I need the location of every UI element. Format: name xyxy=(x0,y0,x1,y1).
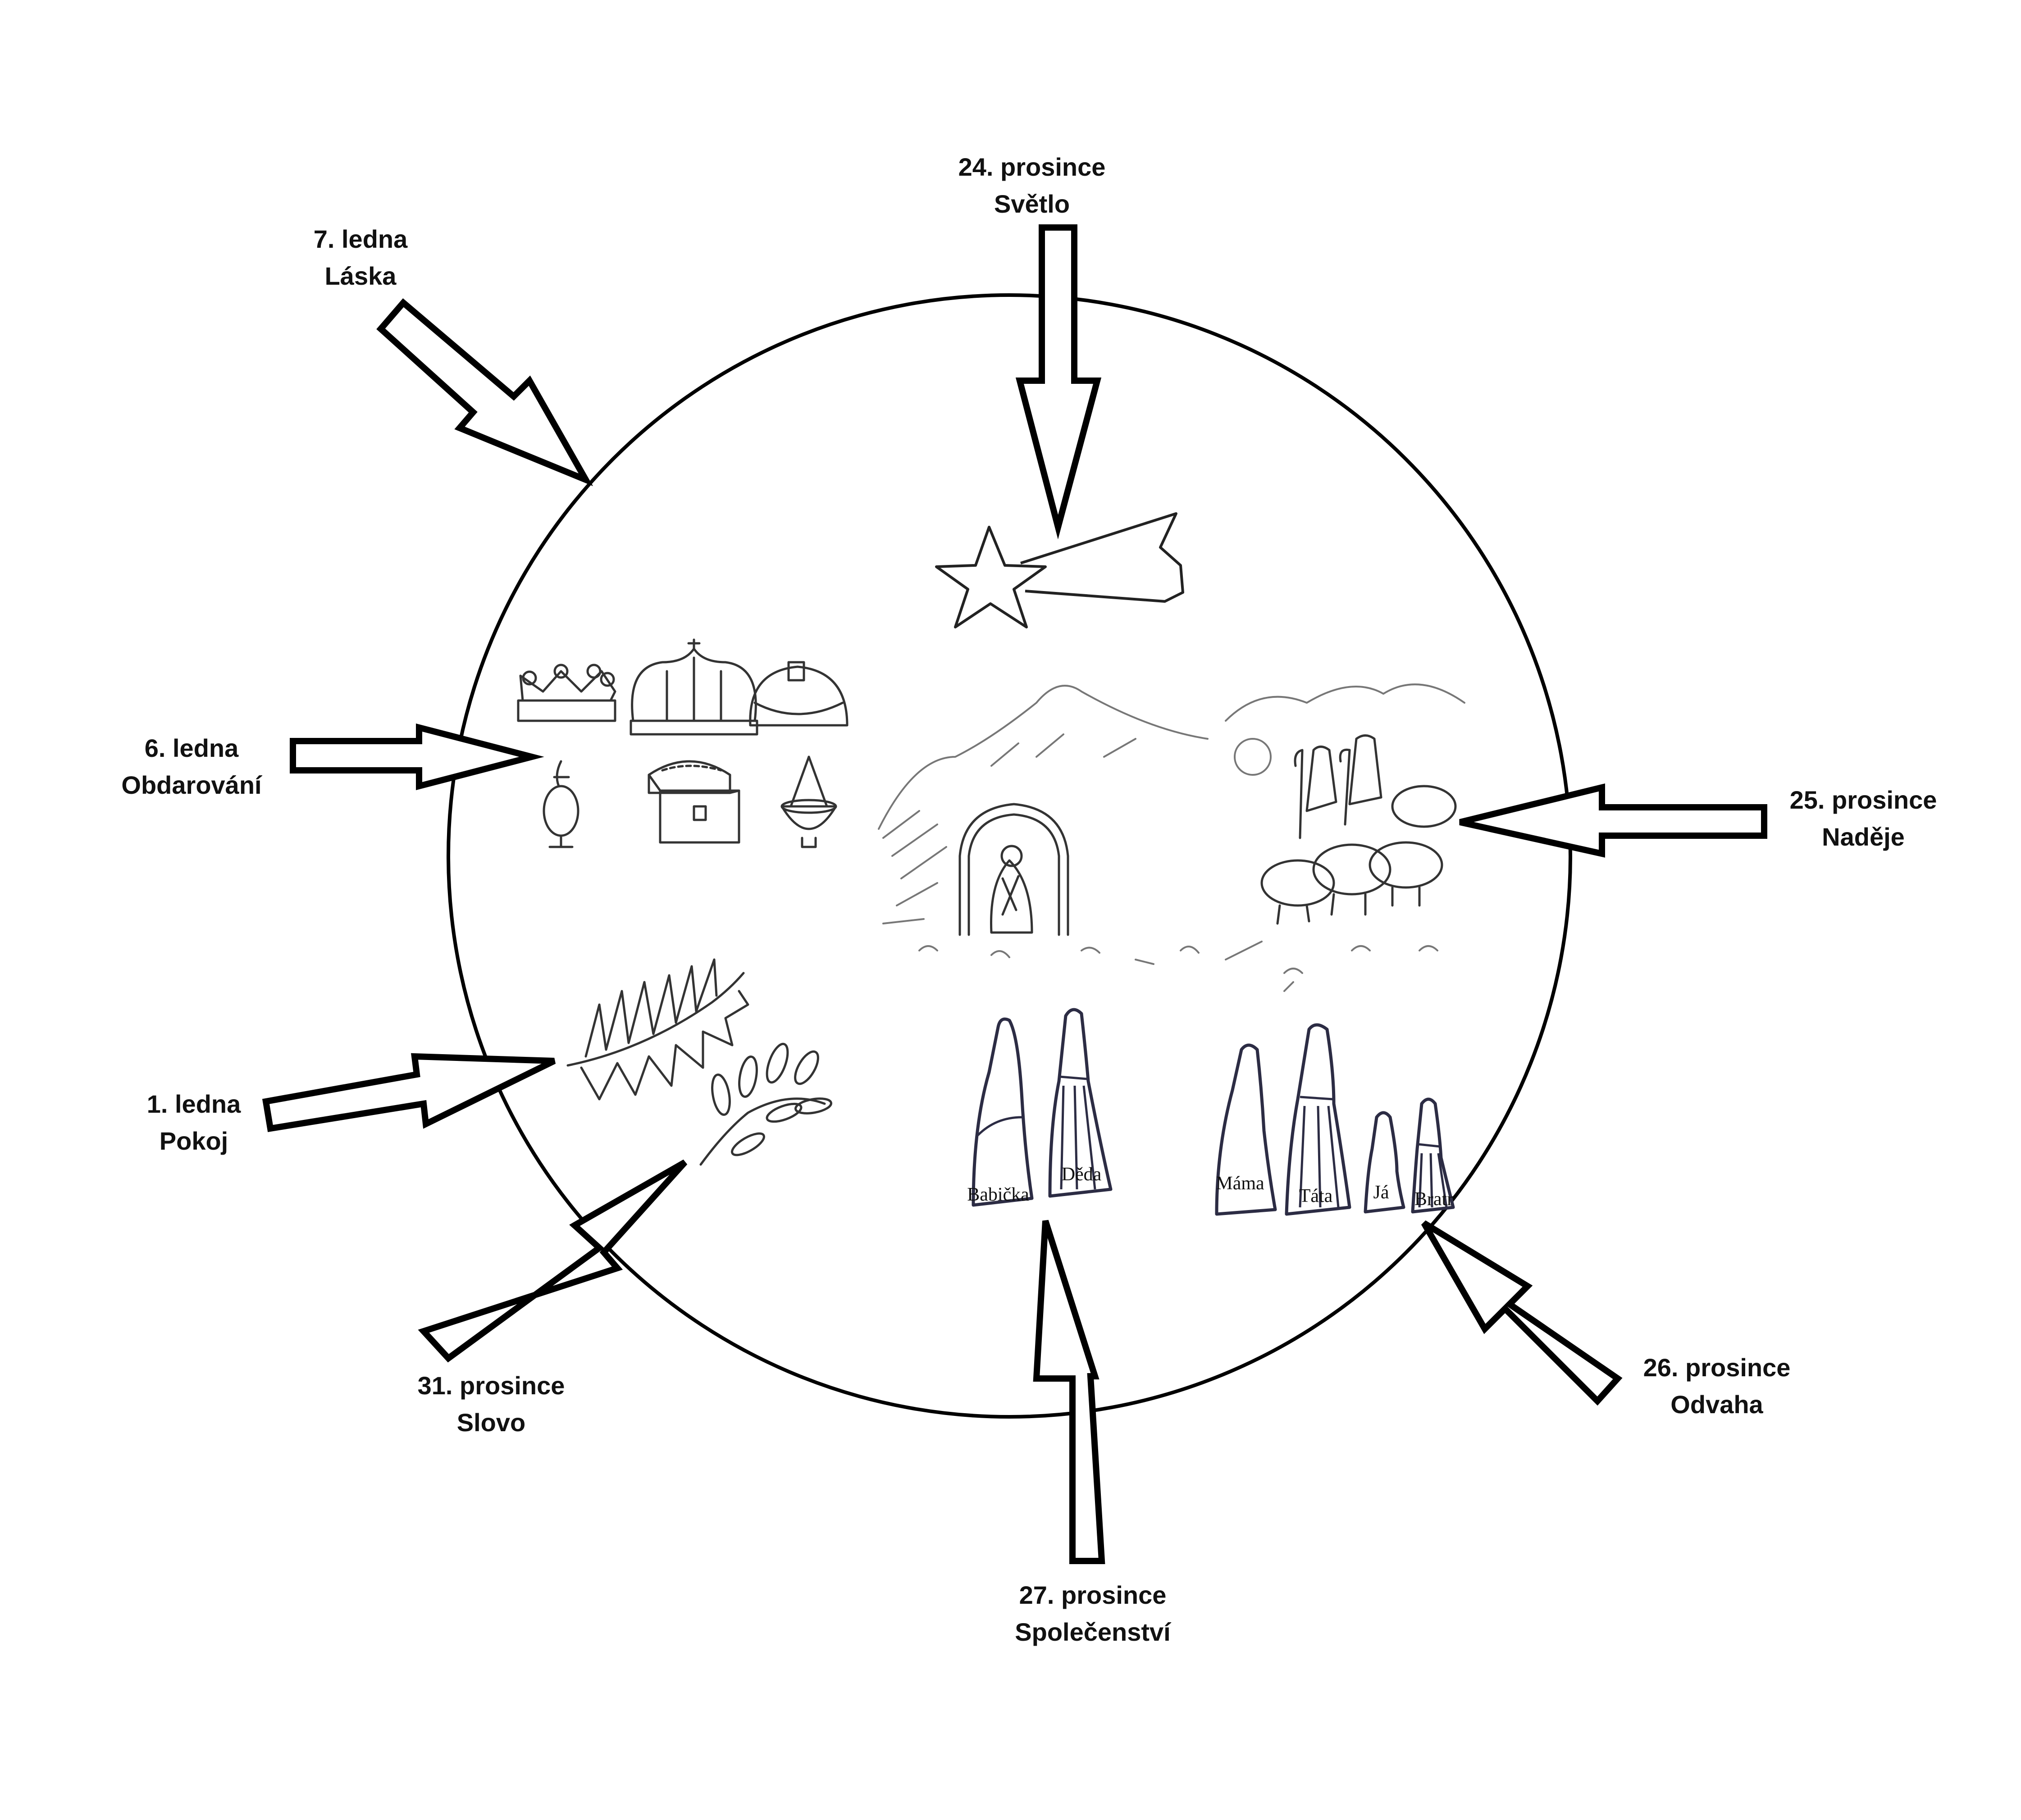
label-1-ledna: 1. ledna Pokoj xyxy=(147,1090,241,1155)
label-date: 31. prosince xyxy=(418,1371,565,1400)
name-deda: Děda xyxy=(1062,1164,1102,1185)
label-date: 27. prosince xyxy=(1019,1581,1167,1609)
name-bratr: Bratr xyxy=(1414,1189,1453,1210)
label-31-prosince: 31. prosince Slovo xyxy=(418,1371,565,1437)
figure-ja xyxy=(1364,1111,1405,1214)
arrow-26-prosince xyxy=(1421,1220,1623,1406)
treasure-chest-icon xyxy=(648,760,740,844)
label-6-ledna: 6. ledna Obdarování xyxy=(121,734,263,799)
family-parents-children: Máma Táta Já Bratr xyxy=(1215,1023,1455,1216)
label-25-prosince: 25. prosince Naděje xyxy=(1790,786,1937,851)
shepherds-icon xyxy=(1225,683,1465,992)
label-word: Obdarování xyxy=(121,771,263,799)
label-date: 6. ledna xyxy=(145,734,239,762)
nativity-icon xyxy=(878,685,1209,965)
oil-lamp-icon xyxy=(543,760,579,848)
arrow-25-prosince xyxy=(1459,783,1767,858)
olive-branch-icon xyxy=(699,1042,832,1166)
label-word: Slovo xyxy=(457,1408,525,1437)
label-word: Pokoj xyxy=(160,1127,228,1155)
arrow-1-ledna xyxy=(262,1053,556,1133)
figure-babicka xyxy=(972,1017,1034,1207)
label-27-prosince: 27. prosince Společenství xyxy=(1015,1581,1172,1646)
arrow-24-prosince xyxy=(1015,224,1102,540)
label-date: 1. ledna xyxy=(147,1090,241,1118)
arrow-7-ledna xyxy=(376,298,593,487)
label-date: 25. prosince xyxy=(1790,786,1937,814)
label-word: Světlo xyxy=(994,190,1070,218)
turban-icon xyxy=(749,661,849,727)
arrow-27-prosince xyxy=(1033,1219,1105,1564)
name-mama: Máma xyxy=(1216,1173,1264,1194)
label-date: 26. prosince xyxy=(1643,1353,1791,1382)
family-grandparents: Babička Děda xyxy=(967,1008,1113,1207)
figure-mama xyxy=(1215,1043,1277,1216)
name-ja: Já xyxy=(1373,1182,1389,1203)
label-word: Naděje xyxy=(1822,823,1905,851)
arrow-31-prosince xyxy=(418,1159,688,1363)
label-26-prosince: 26. prosince Odvaha xyxy=(1643,1353,1791,1419)
wheel-circle xyxy=(447,293,1572,1419)
crown-icon xyxy=(630,638,758,736)
label-24-prosince: 24. prosince Světlo xyxy=(958,153,1106,218)
figure-deda xyxy=(1048,1008,1113,1198)
crown-icon xyxy=(517,664,616,722)
label-date: 7. ledna xyxy=(314,225,408,253)
censer-icon xyxy=(780,755,837,848)
palm-branch-icon xyxy=(566,958,749,1101)
star-icon xyxy=(935,512,1184,628)
label-word: Láska xyxy=(325,262,397,290)
name-babicka: Babička xyxy=(967,1184,1029,1205)
label-word: Společenství xyxy=(1015,1618,1172,1646)
label-word: Odvaha xyxy=(1670,1390,1763,1419)
name-tata: Táta xyxy=(1299,1186,1333,1206)
label-7-ledna: 7. ledna Láska xyxy=(314,225,408,290)
arrow-6-ledna xyxy=(290,723,544,791)
label-date: 24. prosince xyxy=(958,153,1106,181)
